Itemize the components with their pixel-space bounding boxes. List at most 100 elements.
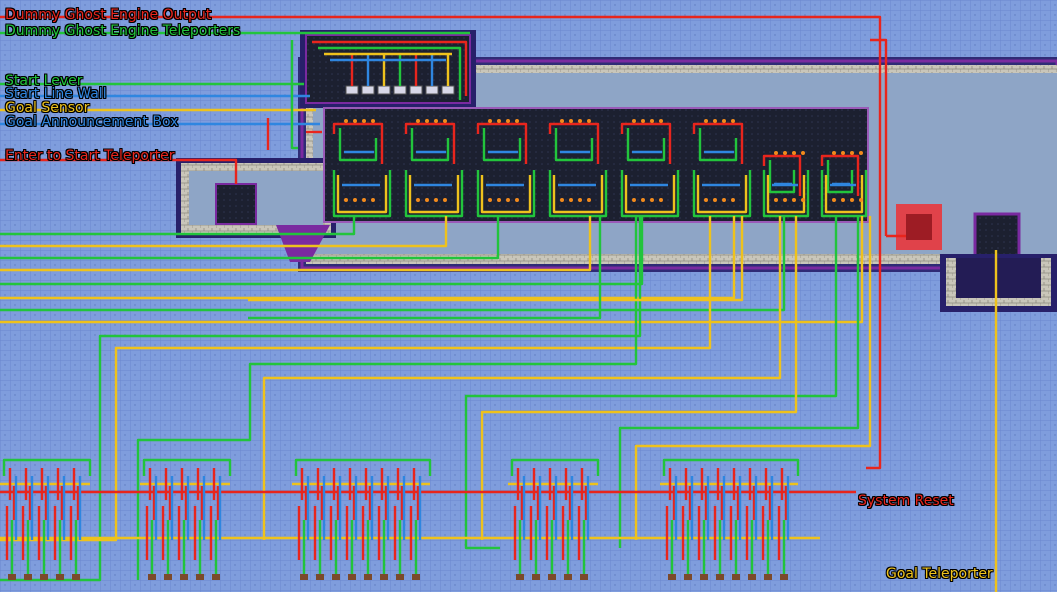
sensor-marker: [783, 151, 787, 155]
wire: [762, 170, 810, 218]
sensor-marker: [443, 198, 447, 202]
signal-wire: [480, 216, 798, 540]
wire: [37, 468, 48, 560]
wire: [826, 160, 854, 194]
lever-tile: [532, 574, 540, 580]
signal-wire: [0, 216, 712, 542]
sensor-marker: [506, 198, 510, 202]
wire: [404, 170, 464, 218]
sensor-marker: [425, 119, 429, 123]
ghost-engine-unit: [692, 119, 752, 218]
sensor-marker: [774, 198, 778, 202]
wire: [729, 468, 740, 560]
sensor-marker: [578, 198, 582, 202]
wire: [329, 468, 340, 560]
label-start-lever: Start Lever: [5, 73, 83, 89]
label-goal-sensor: Goal Sensor: [5, 100, 90, 116]
sensor-marker: [774, 151, 778, 155]
lever-tile: [700, 574, 708, 580]
wire: [476, 170, 536, 218]
sensor-marker: [434, 198, 438, 202]
lever-tile: [564, 574, 572, 580]
wire: [0, 216, 864, 324]
signal-wire: [248, 216, 602, 320]
lever-tile: [164, 574, 172, 580]
dummy-teleporter-pad: [393, 85, 407, 95]
ghost-engine-unit: [404, 119, 464, 218]
label-goal-announcement-box: Goal Announcement Box: [5, 114, 179, 130]
wire: [745, 468, 756, 560]
label-dummy-ghost-engine-teleporters: Dummy Ghost Engine Teleporters: [5, 23, 241, 39]
label-dummy-ghost-engine-output: Dummy Ghost Engine Output: [5, 7, 212, 23]
wire: [312, 40, 468, 96]
wire: [548, 122, 600, 164]
sensor-marker: [344, 198, 348, 202]
wire: [2, 458, 92, 476]
wire: [69, 468, 80, 560]
sensor-marker: [632, 119, 636, 123]
sensor-marker: [434, 119, 438, 123]
wire: [768, 160, 796, 194]
wire: [626, 128, 666, 162]
sensor-marker: [353, 198, 357, 202]
sensor-marker: [569, 198, 573, 202]
dummy-teleporter-pad: [441, 85, 455, 95]
lever-tile: [56, 574, 64, 580]
dummy-teleporter-pad: [377, 85, 391, 95]
sensor-marker: [859, 198, 863, 202]
wire: [313, 468, 324, 560]
wire: [408, 175, 460, 214]
sensor-marker: [704, 198, 708, 202]
sensor-marker: [850, 198, 854, 202]
wire: [777, 468, 788, 560]
wire: [624, 175, 676, 214]
sensor-marker: [497, 198, 501, 202]
wire: [698, 128, 738, 162]
sensor-marker: [792, 151, 796, 155]
wire: [529, 468, 540, 560]
sensor-marker: [362, 198, 366, 202]
lever-tile: [180, 574, 188, 580]
sensor-marker: [704, 119, 708, 123]
dummy-teleporter-pad: [361, 85, 375, 95]
wire: [0, 216, 500, 260]
ghost-engine-unit: [762, 151, 810, 218]
signal-wire: [0, 216, 642, 582]
lever-tile: [516, 574, 524, 580]
wire: [824, 175, 864, 214]
wire: [0, 216, 448, 248]
wire: [345, 468, 356, 560]
sensor-marker: [641, 198, 645, 202]
sensor-marker: [488, 198, 492, 202]
sensor-marker: [792, 198, 796, 202]
wire: [692, 170, 752, 218]
sensor-marker: [515, 198, 519, 202]
dummy-teleporter-pad: [409, 85, 423, 95]
lever-tile: [316, 574, 324, 580]
sensor-marker: [506, 119, 510, 123]
wire: [0, 216, 592, 272]
wire: [766, 175, 806, 214]
wire: [53, 468, 64, 560]
wire: [552, 175, 604, 214]
ghost-engine-unit: [820, 151, 868, 218]
wire: [209, 468, 220, 560]
sensor-marker: [841, 151, 845, 155]
wire: [290, 40, 298, 150]
lever-tile: [332, 574, 340, 580]
wire: [662, 458, 800, 476]
sensor-marker: [353, 119, 357, 123]
reset-cluster: [292, 458, 432, 580]
lever-tile: [40, 574, 48, 580]
wire: [554, 128, 594, 162]
sensor-marker: [801, 198, 805, 202]
sensor-marker: [659, 198, 663, 202]
wire: [193, 468, 204, 560]
sensor-marker: [859, 151, 863, 155]
wire: [665, 468, 676, 560]
wire: [332, 170, 392, 218]
sensor-marker: [731, 119, 735, 123]
sensor-marker: [416, 198, 420, 202]
wire: [762, 154, 802, 196]
